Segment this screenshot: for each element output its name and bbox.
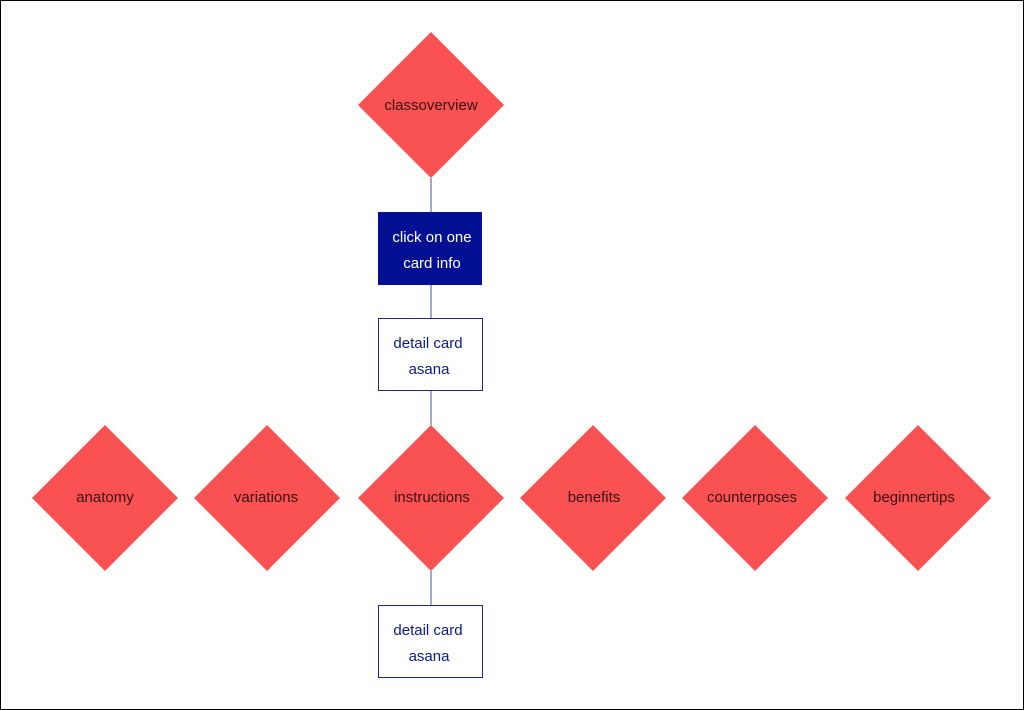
node-detail-card-bottom[interactable]: detail card asana	[378, 605, 483, 678]
node-label: instructions	[394, 489, 470, 506]
node-beginnertips[interactable]: beginnertips	[845, 425, 991, 571]
diamond-shape	[358, 425, 504, 571]
node-variations[interactable]: variations	[194, 425, 340, 571]
node-counterposes[interactable]: counterposes	[682, 425, 828, 571]
box-shape	[378, 212, 482, 285]
diamond-shape	[845, 425, 991, 571]
node-label: anatomy	[76, 489, 134, 506]
node-label: variations	[234, 489, 298, 506]
diamond-shape	[682, 425, 828, 571]
node-classoverview[interactable]: classoverview	[358, 32, 504, 178]
box-shape	[378, 318, 483, 391]
node-benefits[interactable]: benefits	[520, 425, 666, 571]
diamond-shape	[520, 425, 666, 571]
node-label: beginnertips	[873, 489, 955, 506]
node-label: benefits	[568, 489, 621, 506]
node-click-card-info[interactable]: click on one card info	[378, 212, 482, 285]
node-detail-card-top[interactable]: detail card asana	[378, 318, 483, 391]
node-instructions[interactable]: instructions	[358, 425, 504, 571]
diamond-shape	[194, 425, 340, 571]
node-label: counterposes	[707, 489, 797, 506]
box-shape	[378, 605, 483, 678]
node-label-line1: click on one	[392, 229, 471, 246]
diamond-shape	[32, 425, 178, 571]
node-label: classoverview	[384, 97, 478, 114]
node-label-line1: detail card	[393, 335, 462, 352]
diamond-shape	[358, 32, 504, 178]
node-label-line2: card info	[403, 255, 461, 272]
node-anatomy[interactable]: anatomy	[32, 425, 178, 571]
node-label-line2: asana	[409, 361, 451, 378]
node-label-line1: detail card	[393, 622, 462, 639]
node-label-line2: asana	[409, 648, 451, 665]
